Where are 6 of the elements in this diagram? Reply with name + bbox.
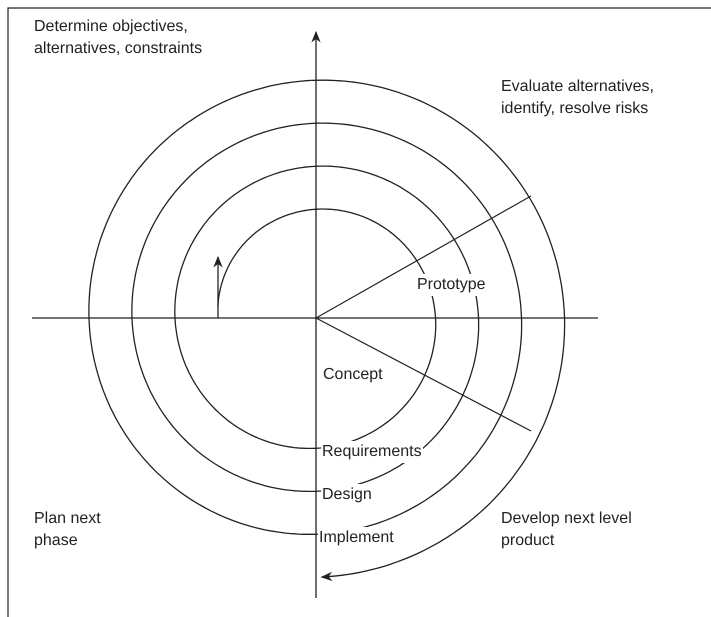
quadrant-label: Evaluate alternatives, identify, resolve risks (500, 77, 655, 119)
phase-label: Prototype (416, 274, 486, 296)
quadrant-label: Plan next phase (33, 509, 102, 551)
quadrant-label: Determine objectives, alternatives, constraints (33, 17, 204, 59)
phase-label: Requirements (321, 441, 423, 463)
quadrant-label: Develop next level product (500, 509, 633, 551)
